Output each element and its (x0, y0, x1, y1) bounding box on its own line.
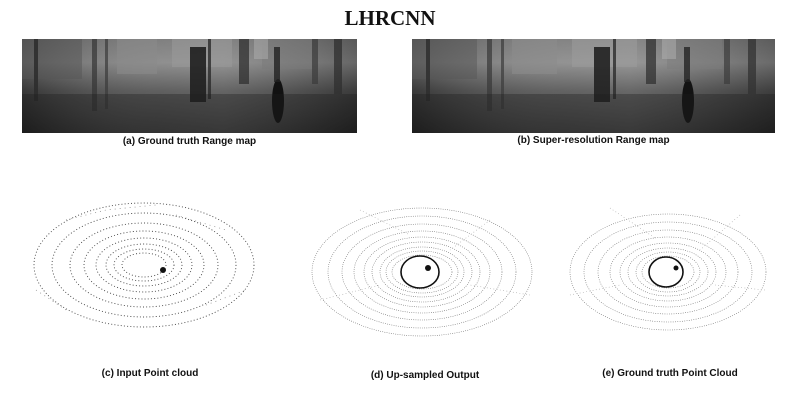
up-sampled-output-image (311, 207, 533, 337)
caption-up-sampled-output: (d) Up-sampled Output (370, 370, 480, 381)
ground-truth-range-map-image (22, 39, 357, 133)
caption-ground-truth-point-cloud: (e) Ground truth Point Cloud (602, 368, 738, 379)
caption-super-resolution-range-map: (b) Super-resolution Range map (517, 135, 670, 146)
figure-title: LHRCNN (344, 6, 436, 30)
ground-truth-point-cloud-image (569, 207, 767, 331)
super-resolution-range-map-image (412, 39, 775, 133)
caption-input-point-cloud: (c) Input Point cloud (101, 368, 199, 379)
caption-ground-truth-range-map: (a) Ground truth Range map (122, 136, 257, 147)
input-point-cloud-image (33, 202, 255, 328)
